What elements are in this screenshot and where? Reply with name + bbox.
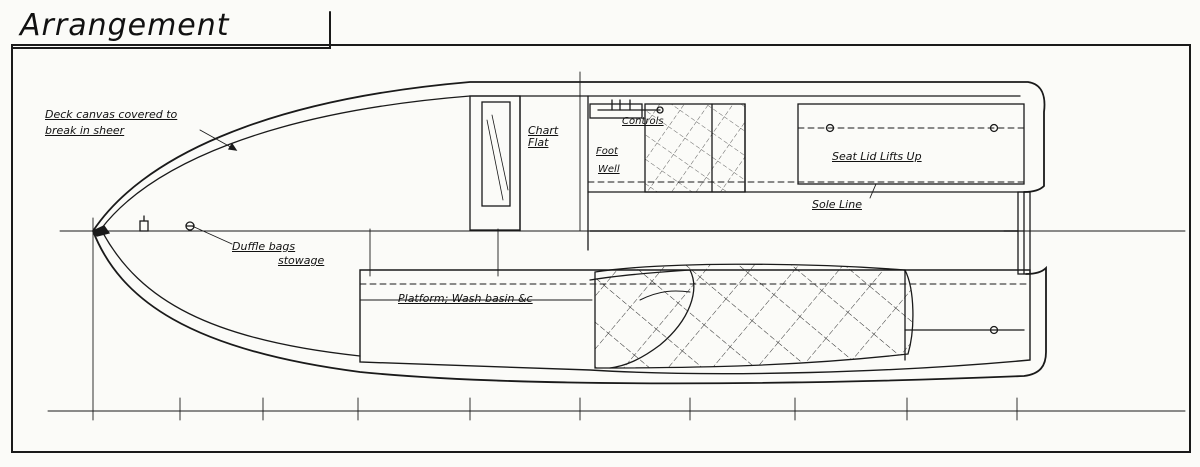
sole-pointer [869, 183, 877, 199]
bow-fitting [91, 225, 111, 237]
station-ticks [92, 217, 1018, 421]
label-seat-lid: Seat Lid Lifts Up [832, 150, 922, 163]
cleat [139, 220, 149, 232]
duffle-pointer [191, 225, 233, 245]
label-duffle-2: stowage [278, 254, 325, 267]
label-platform: Platform; Wash basin &c [398, 292, 533, 305]
cabin-bulkhead [469, 95, 521, 231]
label-foot-1: Foot [596, 146, 618, 157]
title-box [11, 11, 331, 49]
sleeping-bag [594, 263, 914, 369]
hull-lower [92, 230, 1047, 385]
page-title: Arrangement [20, 8, 230, 43]
label-deck-canvas-1: Deck canvas covered to [45, 108, 178, 121]
hull-inner-lower [102, 232, 361, 357]
label-foot-2: Well [598, 164, 620, 175]
drawing-frame [11, 44, 1191, 453]
label-deck-canvas-2: break in sheer [45, 124, 125, 137]
controls-box [589, 103, 643, 119]
seat-lid-box [797, 103, 1025, 185]
label-duffle-1: Duffle bags [232, 240, 296, 253]
cabin-window [481, 101, 511, 207]
label-chart-1: Chart [528, 124, 559, 137]
deck-inner-line [100, 95, 1021, 230]
label-chart-2: Flat [528, 136, 549, 149]
label-sole-line: Sole Line [812, 198, 862, 211]
hull-sheer-upper [92, 81, 1046, 232]
platform [359, 269, 1031, 375]
label-controls: Controls [622, 116, 664, 127]
